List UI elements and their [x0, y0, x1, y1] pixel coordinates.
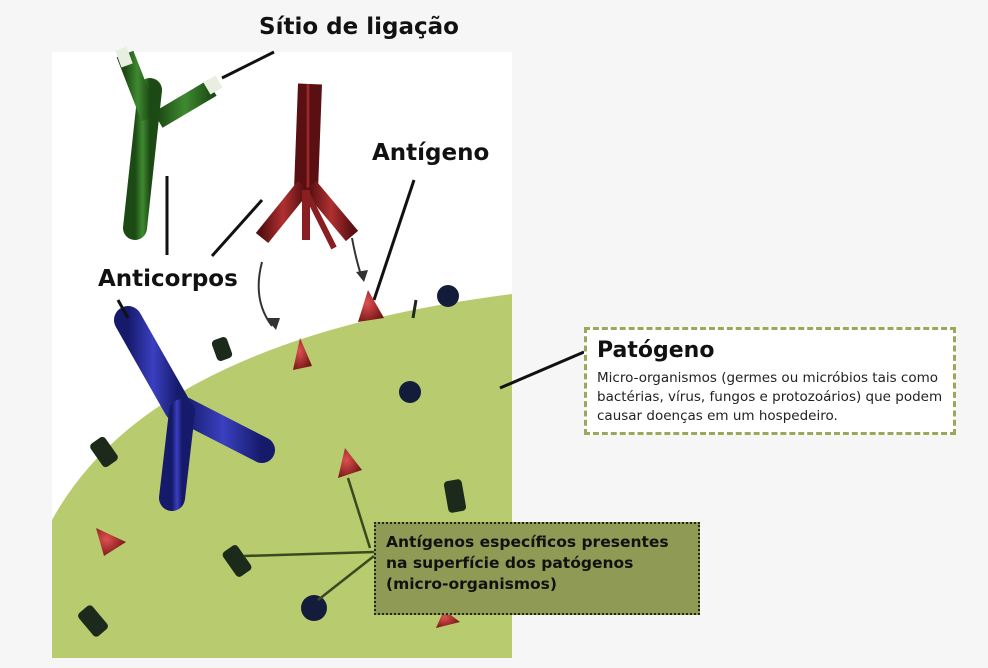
specific-antigens-box: Antígenos específicos presentes na super… — [374, 522, 700, 615]
leader-pathogen — [499, 350, 585, 390]
specific-antigens-text: Antígenos específicos presentes na super… — [386, 533, 669, 593]
antigen-sphere — [399, 381, 421, 403]
antigen-sphere — [437, 285, 459, 307]
antigen-cylinder — [78, 605, 108, 637]
antigen-label: Antígeno — [372, 140, 490, 166]
leader-antibodies-red — [210, 199, 264, 257]
arrowhead-right — [356, 270, 368, 282]
pathogen-title: Patógeno — [597, 338, 715, 363]
pathogen-description: Micro-organismos (germes ou micróbios ta… — [597, 370, 943, 424]
antigen-sphere — [301, 595, 327, 621]
arrowhead-left — [266, 318, 280, 330]
antigen-cylinder — [211, 337, 233, 361]
antigen-cylinder — [222, 545, 252, 577]
green-antibody — [115, 46, 223, 240]
antigen-cone — [358, 290, 384, 322]
leader-lines — [116, 50, 585, 390]
antigen-connectors — [243, 477, 375, 601]
blue-antibody — [114, 306, 275, 511]
leader-antigen — [372, 179, 416, 301]
antigen-cone — [293, 338, 312, 370]
antigen-stalk — [411, 299, 418, 319]
leader-antibodies-down — [116, 299, 130, 319]
antigen-cone — [338, 448, 362, 478]
red-antibody — [255, 83, 359, 250]
antigen-cylinder — [443, 479, 467, 513]
antigen-cylinder — [90, 436, 118, 468]
pathogen-info-box: Patógeno Micro-organismos (germes ou mic… — [584, 327, 956, 435]
antigen-cone — [96, 528, 126, 556]
antibodies-label: Anticorpos — [98, 266, 238, 292]
binding-site-label: Sítio de ligação — [259, 14, 459, 40]
leader-binding-site — [221, 50, 275, 80]
antigens — [78, 285, 467, 637]
